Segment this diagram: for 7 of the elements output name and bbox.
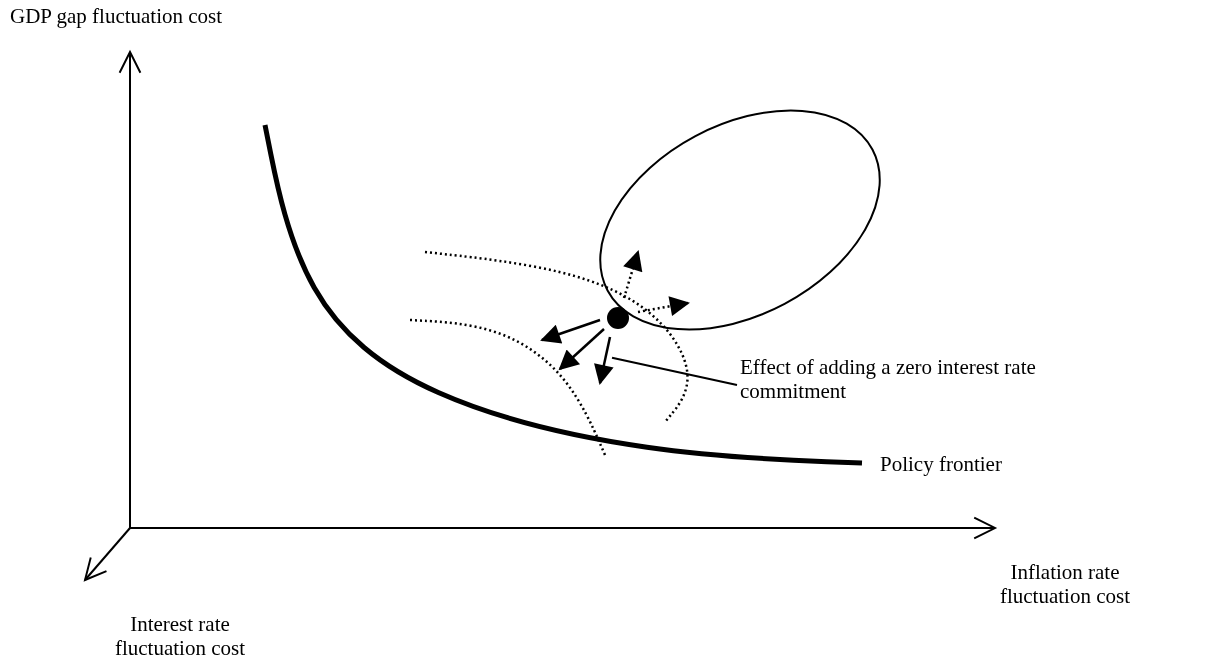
axis-label: Policy frontier [880,452,1003,476]
axis-label: GDP gap fluctuation cost [10,4,224,28]
axis-label: Inflation rate fluctuation cost [998,560,1132,608]
annotation-text: Effect of adding a zero interest rate commitment [740,355,1085,403]
direction-arrows [540,318,614,385]
leader-line [611,356,738,386]
axis-label: Interest rate fluctuation cost [113,612,247,660]
